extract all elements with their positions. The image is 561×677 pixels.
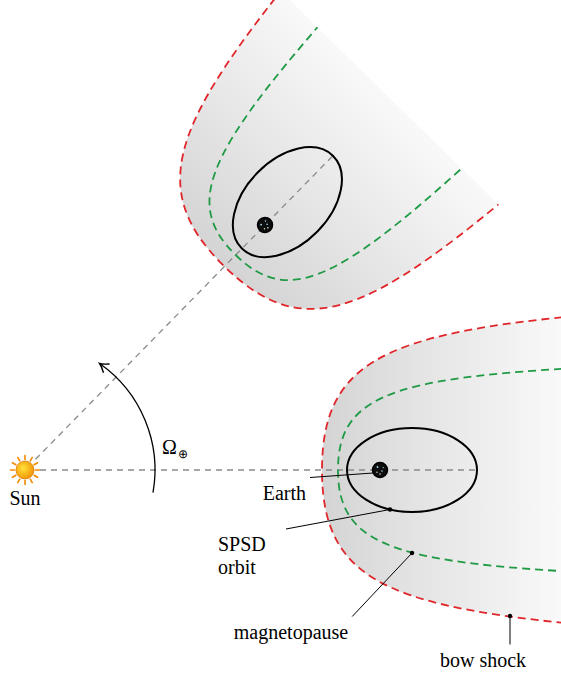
sun-earth-axis (36, 154, 336, 460)
magnetosphere-lines (110, 0, 561, 378)
magnetopause-label: magnetopause (234, 621, 348, 644)
symbol-subscript: ⊕ (178, 447, 188, 461)
sun-label: Sun (9, 487, 40, 510)
orbit-label: SPSD orbit (218, 533, 282, 579)
bow-shock-label: bow shock (440, 649, 526, 672)
leader-lines (286, 473, 512, 645)
upper-magnetosphere (110, 0, 561, 378)
leader-dot (388, 507, 392, 511)
sun-earth-axis (40, 469, 477, 470)
magnetosphere-lines (322, 310, 561, 630)
upper-magnetosphere-clip (110, 0, 561, 378)
leader-line (286, 510, 390, 530)
leader-dot (410, 551, 414, 555)
sheath-shading (110, 0, 561, 378)
lower-magnetosphere (322, 310, 561, 630)
symbol-main: Ω (162, 436, 177, 458)
leader-line (352, 553, 412, 617)
upper-shading (110, 0, 561, 378)
sun-icon (11, 456, 40, 485)
upper-shading-clip (110, 0, 561, 378)
leader-line (310, 473, 373, 478)
angle-label: Ω⊕ (162, 436, 188, 459)
leader-dot (508, 614, 512, 618)
earth-label: Earth (263, 482, 306, 505)
leader-line (510, 616, 511, 645)
rotation-arc (100, 364, 155, 493)
